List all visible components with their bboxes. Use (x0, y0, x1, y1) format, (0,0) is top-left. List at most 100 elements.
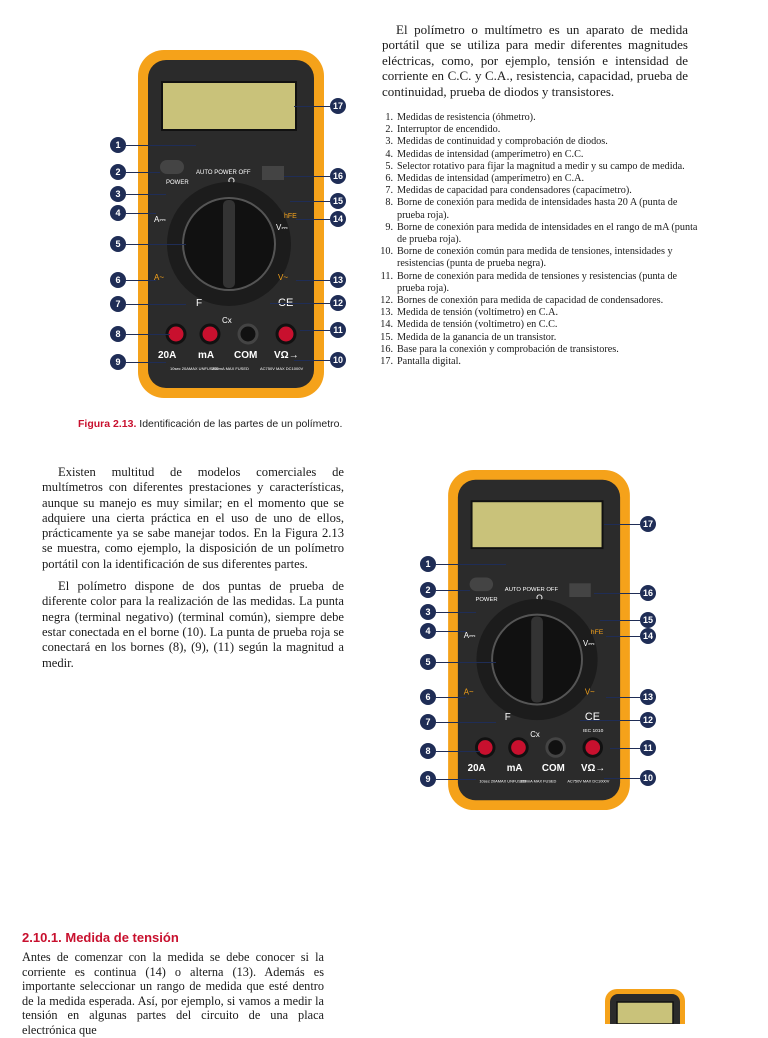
callout-2-14: 14 (640, 628, 656, 644)
callout-2-7: 7 (420, 714, 436, 730)
callout-2-16: 16 (640, 585, 656, 601)
parts-list-number: 12. (380, 295, 393, 307)
parts-list-item: 1.Medidas de resistencia (óhmetro). (380, 112, 698, 124)
callout-17: 17 (330, 98, 346, 114)
parts-list-number: 13. (380, 307, 393, 319)
callout-2-8: 8 (420, 743, 436, 759)
parts-list-text: Medidas de capacidad para condensadores … (397, 185, 632, 197)
callout-5: 5 (110, 236, 126, 252)
parts-list-item: 13. Medida de tensión (voltímetro) en C.A… (380, 307, 698, 319)
svg-text:COM: COM (234, 350, 257, 361)
parts-list-number: 15. (380, 331, 393, 343)
parts-list-item: 17.Pantalla digital. (380, 356, 698, 368)
svg-text:Cx: Cx (530, 730, 540, 739)
svg-text:A~: A~ (154, 273, 164, 282)
parts-list-item: 15. Medida de la ganancia de un transisto… (380, 332, 698, 344)
svg-text:10sec 20AMAX UNFUSED: 10sec 20AMAX UNFUSED (170, 366, 218, 371)
parts-list-item: 5. Selector rotativo para fijar la magnit… (380, 161, 698, 173)
parts-list-number: 10. (380, 246, 393, 258)
multimeter-figure-2: POWER AUTO POWER OFF Ω hFE V⎓ V~ A⎓ A~ F… (446, 468, 632, 812)
callout-2-11: 11 (640, 740, 656, 756)
caption-label: Figura 2.13. (78, 418, 137, 430)
callout-11: 11 (330, 322, 346, 338)
parts-list-item: 16. Base para la conexión y comprobación … (380, 344, 698, 356)
parts-list-text: Medidas de intensidad (amperímetro) en C… (397, 148, 584, 160)
parts-list: 1.Medidas de resistencia (óhmetro).2.Int… (380, 112, 698, 368)
callout-4: 4 (110, 205, 126, 221)
parts-list-text: Base para la conexión y comprobación de … (397, 343, 619, 355)
callout-12: 12 (330, 295, 346, 311)
svg-text:V⎓: V⎓ (583, 639, 595, 648)
callout-2: 2 (110, 164, 126, 180)
multimeter-partial-3 (604, 988, 686, 1024)
parts-list-number: 16. (380, 343, 393, 355)
callout-10: 10 (330, 352, 346, 368)
svg-text:VΩ→: VΩ→ (274, 350, 299, 361)
callout-1: 1 (110, 137, 126, 153)
parts-list-text: Interruptor de encendido. (397, 124, 501, 136)
parts-list-text: Medida de la ganancia de un transistor. (397, 331, 557, 343)
callout-6: 6 (110, 272, 126, 288)
svg-text:AUTO POWER OFF: AUTO POWER OFF (196, 170, 251, 176)
parts-list-item: 8. Borne de conexión para medida de inten… (380, 197, 698, 221)
parts-list-text: Medida de tensión (voltímetro) en C.A. (397, 307, 558, 319)
parts-list-text: Pantalla digital. (397, 356, 461, 368)
parts-list-text: Borne de conexión para medida de intensi… (397, 197, 678, 221)
svg-text:COM: COM (542, 763, 565, 774)
parts-list-text: Bornes de conexión para medida de capaci… (397, 295, 664, 307)
parts-list-item: 14.Medida de tensión (voltímetro) en C.C… (380, 319, 698, 331)
parts-list-item: 7.Medidas de capacidad para condensadore… (380, 185, 698, 197)
parts-list-number: 3. (385, 136, 393, 148)
svg-text:10sec 20AMAX UNFUSED: 10sec 20AMAX UNFUSED (479, 779, 526, 784)
svg-text:Ω: Ω (228, 177, 235, 187)
svg-text:V⎓: V⎓ (276, 223, 288, 232)
figure-caption: Figura 2.13. Identificación de las parte… (78, 418, 378, 430)
parts-list-item: 11.Borne de conexión para medida de tens… (380, 271, 698, 295)
svg-text:200mA MAX FUSED: 200mA MAX FUSED (212, 366, 249, 371)
parts-list-number: 8. (385, 197, 393, 209)
svg-text:CE: CE (585, 711, 600, 723)
svg-text:A⎓: A⎓ (464, 631, 476, 640)
svg-text:V~: V~ (585, 688, 595, 697)
svg-text:F: F (505, 712, 511, 723)
multimeter-figure-1: POWER AUTO POWER OFF Ω hFE V⎓ V~ A⎓ A~ F… (136, 48, 326, 400)
callout-2-2: 2 (420, 582, 436, 598)
callout-2-10: 10 (640, 770, 656, 786)
parts-list-item: 10. Borne de conexión común para medida d… (380, 246, 698, 270)
svg-text:F: F (196, 298, 202, 309)
intro-text: El polímetro o multímetro es un aparato … (382, 22, 688, 99)
svg-text:AUTO POWER OFF: AUTO POWER OFF (505, 587, 559, 593)
parts-list-number: 5. (385, 160, 393, 172)
section-paragraph: Antes de comenzar con la medida se debe … (22, 950, 324, 1037)
callout-2-13: 13 (640, 689, 656, 705)
section-heading: 2.10.1. Medida de tensión (22, 930, 179, 945)
parts-list-item: 12. Bornes de conexión para medida de cap… (380, 295, 698, 307)
caption-text: Identificación de las partes de un polím… (136, 418, 343, 430)
section-body: Antes de comenzar con la medida se debe … (22, 950, 324, 1038)
callout-2-15: 15 (640, 612, 656, 628)
parts-list-text: Selector rotativo para fijar la magnitud… (397, 160, 685, 172)
parts-list-number: 11. (380, 270, 393, 282)
intro-paragraph: El polímetro o multímetro es un aparato … (382, 22, 688, 99)
body-paragraph-1: Existen multitud de modelos comerciales … (42, 465, 344, 571)
svg-text:POWER: POWER (475, 597, 497, 603)
svg-text:AC750V MAX DC1000V: AC750V MAX DC1000V (260, 366, 303, 371)
parts-list-number: 14. (380, 319, 393, 331)
callout-2-1: 1 (420, 556, 436, 572)
multimeter-illustration-3 (605, 989, 685, 1024)
callout-8: 8 (110, 326, 126, 342)
callout-9: 9 (110, 354, 126, 370)
callout-13: 13 (330, 272, 346, 288)
body-text: Existen multitud de modelos comerciales … (42, 465, 344, 678)
svg-text:A~: A~ (464, 688, 474, 697)
body-paragraph-2: El polímetro dispone de dos puntas de pr… (42, 579, 344, 670)
parts-list-text: Borne de conexión común para medida de t… (397, 246, 673, 270)
parts-list-item: 6.Medidas de intensidad (amperímetro) en… (380, 173, 698, 185)
parts-list-item: 4.Medidas de intensidad (amperímetro) en… (380, 149, 698, 161)
callout-7: 7 (110, 296, 126, 312)
parts-list-item: 9.Borne de conexión para medida de inten… (380, 222, 698, 246)
callout-2-12: 12 (640, 712, 656, 728)
parts-list-number: 9. (385, 221, 393, 233)
callout-2-3: 3 (420, 604, 436, 620)
svg-text:20A: 20A (468, 763, 486, 774)
